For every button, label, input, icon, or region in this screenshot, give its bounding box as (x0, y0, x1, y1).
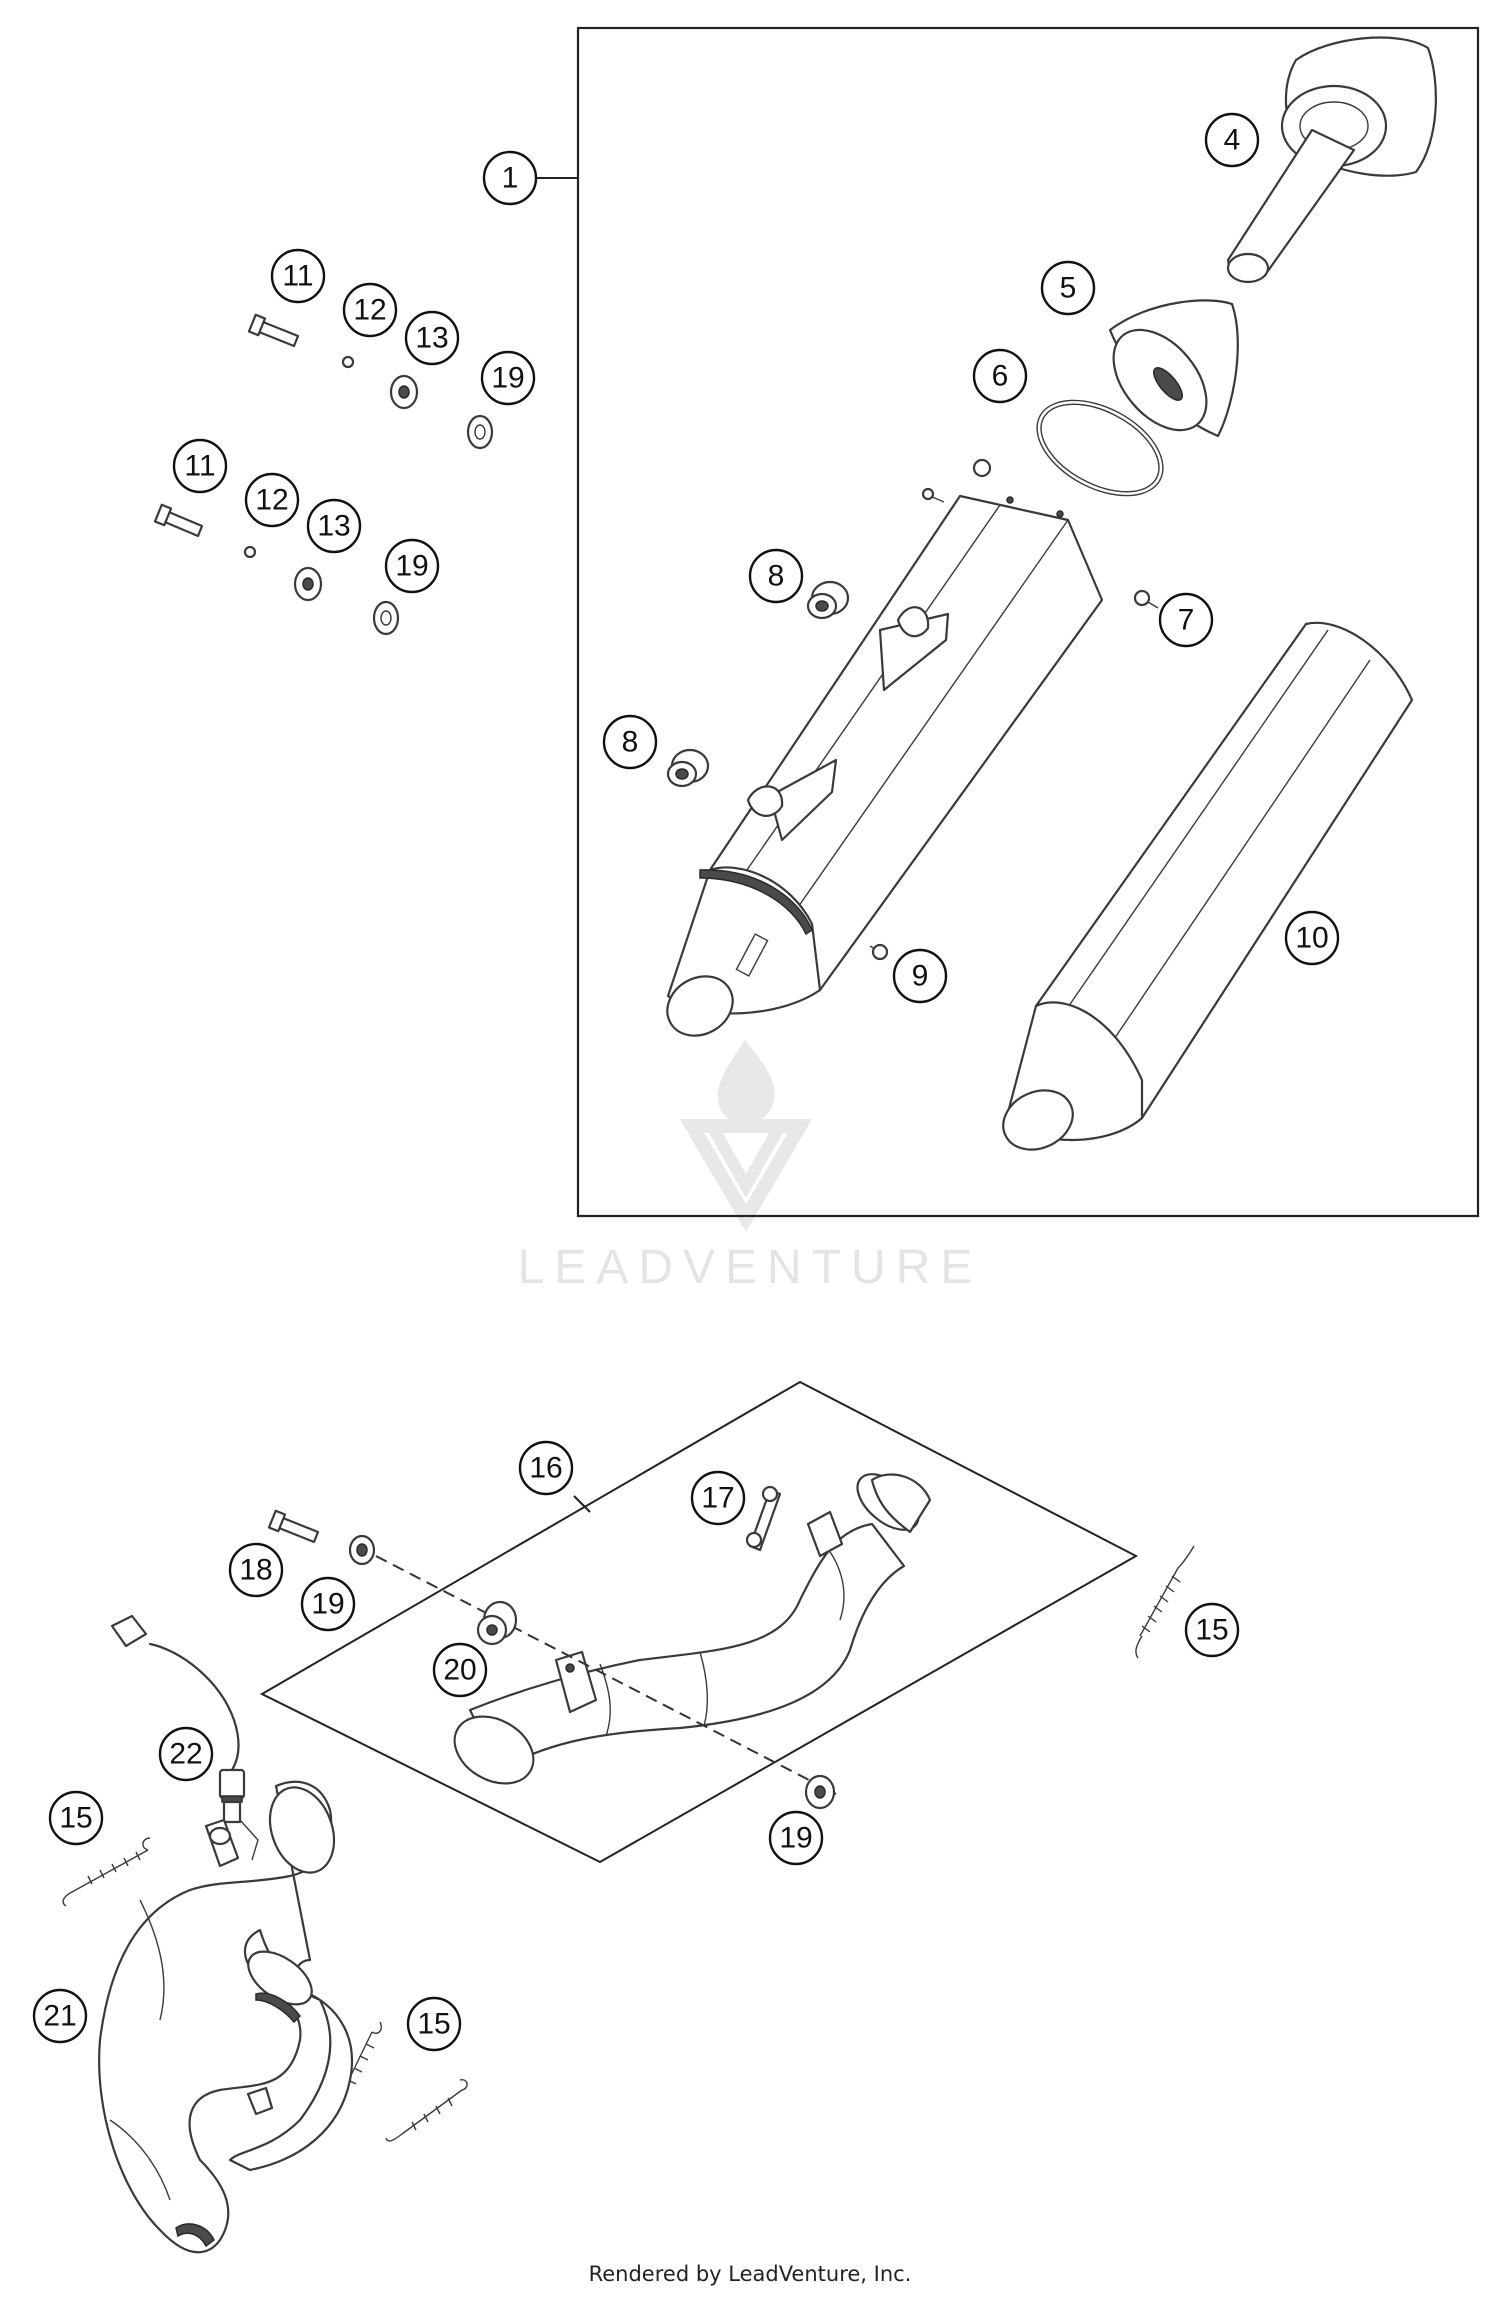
callout-8-upper: 8 (748, 548, 804, 604)
svg-text:13: 13 (317, 510, 350, 543)
svg-text:8: 8 (768, 560, 785, 593)
spring-15-bottom-lower-part (385, 2079, 468, 2142)
svg-text:5: 5 (1060, 272, 1077, 305)
muffler-assembly-box (576, 26, 1480, 1218)
svg-text:12: 12 (255, 484, 288, 517)
svg-text:19: 19 (779, 1822, 812, 1855)
callout-16: 16 (518, 1440, 574, 1496)
hardware-group-upper (247, 313, 494, 450)
grommet-20-part (476, 1600, 518, 1646)
leadventure-watermark: LEADVENTURE (518, 1040, 983, 1294)
hardware-group-lower (153, 503, 400, 636)
callout-8-lower: 8 (602, 714, 658, 770)
callout-17: 17 (690, 1470, 746, 1526)
callout-15-left: 15 (48, 1790, 104, 1846)
cone-cap-part (1108, 299, 1239, 438)
svg-text:4: 4 (1224, 124, 1241, 157)
callout-22: 22 (158, 1726, 214, 1782)
svg-text:15: 15 (59, 1802, 92, 1835)
grommet-upper-part (806, 580, 850, 620)
svg-text:21: 21 (43, 2000, 76, 2033)
link-pipe-part (453, 1473, 932, 1785)
callout-4: 4 (1204, 112, 1260, 168)
screw-7-part (1133, 589, 1159, 609)
callout-5: 5 (1040, 260, 1096, 316)
flame-logo-icon (679, 1040, 813, 1232)
callout-16-leader (573, 1495, 591, 1513)
svg-text:1: 1 (502, 162, 519, 195)
svg-text:22: 22 (169, 1738, 202, 1771)
spring-15-right-part (1135, 1545, 1195, 1659)
svg-text:15: 15 (417, 2008, 450, 2041)
callout-11-upper: 11 (270, 248, 326, 304)
svg-text:15: 15 (1195, 1614, 1228, 1647)
watermark-text: LEADVENTURE (518, 1241, 983, 1294)
svg-text:11: 11 (282, 260, 313, 293)
callout-15-right: 15 (1184, 1602, 1240, 1658)
svg-text:20: 20 (443, 1654, 476, 1687)
bolt-axis-line (375, 1555, 837, 1795)
washer-19-lower-part (804, 1774, 836, 1810)
callout-21: 21 (32, 1988, 88, 2044)
svg-text:10: 10 (1295, 922, 1328, 955)
grommet-lower-part (666, 748, 710, 788)
header-pipe-part (98, 1780, 353, 2254)
bolt-18-part (267, 1509, 376, 1566)
svg-text:8: 8 (622, 726, 639, 759)
callout-12-lower: 12 (244, 472, 300, 528)
rendered-by-footer: Rendered by LeadVenture, Inc. (588, 2262, 912, 2286)
link-pipe-assembly-box (259, 1380, 1139, 1864)
svg-text:9: 9 (912, 960, 929, 993)
callout-19-upper: 19 (480, 350, 536, 406)
gasket-ring-inner (1040, 403, 1160, 493)
callout-13-lower: 13 (306, 498, 362, 554)
callout-20: 20 (432, 1642, 488, 1698)
svg-text:6: 6 (992, 360, 1009, 393)
svg-text:16: 16 (529, 1452, 562, 1485)
callout-10: 10 (1284, 910, 1340, 966)
gasket-ring-part (1036, 399, 1164, 497)
callout-19-mid: 19 (384, 538, 440, 594)
screw-small-top (921, 458, 992, 503)
oxygen-sensor-part (110, 1614, 246, 1824)
svg-text:12: 12 (353, 294, 386, 327)
bracket-17-part (745, 1485, 782, 1552)
svg-text:7: 7 (1178, 604, 1195, 637)
callout-6: 6 (972, 348, 1028, 404)
spring-15-left-part (62, 1837, 151, 1907)
svg-text:19: 19 (395, 550, 428, 583)
callout-1: 1 (482, 150, 538, 206)
svg-text:18: 18 (239, 1554, 272, 1587)
callout-11-lower: 11 (172, 438, 228, 494)
callout-13-upper: 13 (404, 310, 460, 366)
svg-text:19: 19 (311, 1588, 344, 1621)
muffler-sleeve-part (1002, 621, 1414, 1151)
screw-9-part (869, 943, 889, 961)
callout-9: 9 (892, 948, 948, 1004)
svg-text:17: 17 (701, 1482, 734, 1515)
callout-19-lower: 19 (768, 1810, 824, 1866)
callout-18: 18 (228, 1542, 284, 1598)
svg-text:19: 19 (491, 362, 524, 395)
svg-text:13: 13 (415, 322, 448, 355)
callout-15-bottom: 15 (406, 1996, 462, 2052)
callout-19-bolt: 19 (300, 1576, 356, 1632)
svg-text:11: 11 (184, 450, 215, 483)
callout-12-upper: 12 (342, 282, 398, 338)
callout-7: 7 (1158, 592, 1214, 648)
muffler-body-part (666, 494, 1104, 1037)
end-cap-part (1226, 36, 1437, 284)
